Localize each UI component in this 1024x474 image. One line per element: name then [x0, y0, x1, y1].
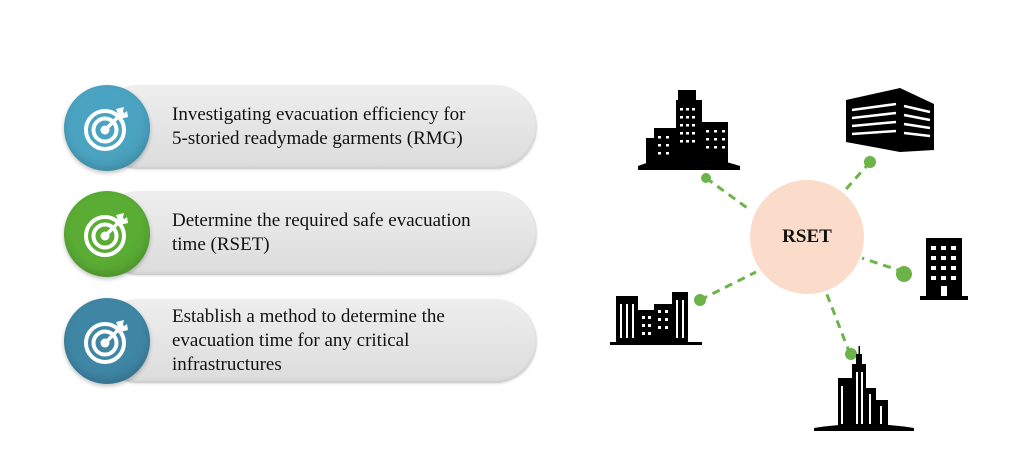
hub-connectors [610, 88, 968, 431]
connector-dot [864, 156, 876, 168]
objective-text-1: Investigating evacuation efficiency for … [172, 103, 509, 151]
objective-item-3: Establish a method to determine the evac… [97, 299, 537, 383]
tower-block-icon [920, 238, 968, 300]
connector-dot [701, 173, 711, 183]
connector-line [699, 270, 757, 302]
building-cluster-icon [638, 90, 740, 170]
connector-line [824, 291, 852, 355]
connector-line [838, 161, 872, 197]
connector-dot [694, 294, 706, 306]
objective-1-line-1: Investigating evacuation efficiency for [172, 104, 466, 125]
objective-3-line-3: infrastructures [172, 354, 282, 375]
connector-dot [845, 348, 857, 360]
target-arrow-icon [64, 298, 150, 384]
connector-dot [896, 266, 912, 282]
rset-hub: RSET [750, 180, 864, 294]
objectives-list: Investigating evacuation efficiency for … [64, 85, 537, 384]
objective-1-line-2: 5-storied readymade garments (RMG) [172, 128, 463, 149]
target-arrow-icon [64, 191, 150, 277]
objective-text-3: Establish a method to determine the evac… [172, 305, 509, 377]
skyscraper-icon [814, 346, 914, 431]
objective-text-2: Determine the required safe evacuation t… [172, 209, 509, 257]
rset-hub-diagram: RSET [590, 60, 1010, 460]
objective-3-line-1: Establish a method to determine the [172, 306, 445, 327]
objective-2-line-2: time (RSET) [172, 234, 270, 255]
connector-line [861, 256, 905, 274]
low-rise-buildings-icon [610, 292, 702, 345]
objective-item-1: Investigating evacuation efficiency for … [97, 85, 537, 169]
objective-3-line-2: evacuation time for any critical [172, 330, 410, 351]
connector-line [705, 176, 751, 212]
objective-2-line-1: Determine the required safe evacuation [172, 210, 471, 231]
office-block-icon [846, 88, 934, 152]
target-arrow-icon [64, 85, 150, 171]
objective-item-2: Determine the required safe evacuation t… [97, 191, 537, 275]
